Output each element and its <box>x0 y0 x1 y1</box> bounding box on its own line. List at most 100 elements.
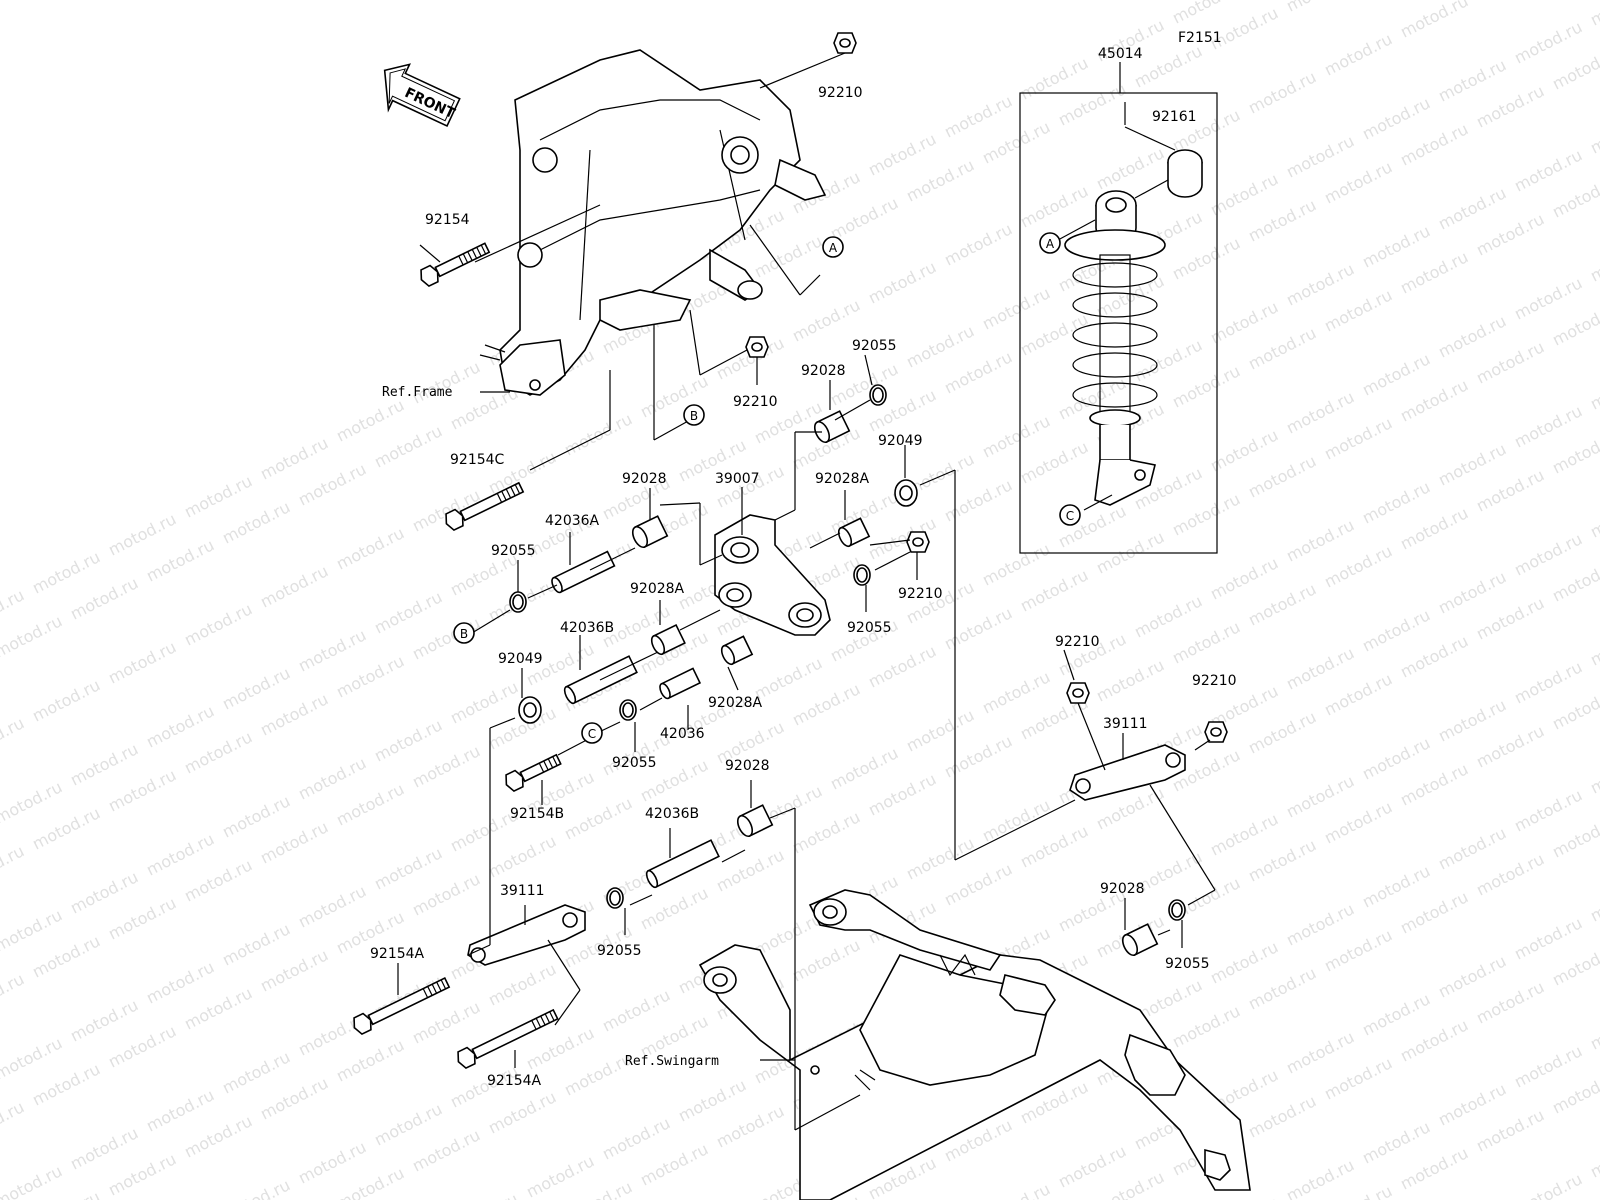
watermark-text: motod.ru <box>105 765 179 815</box>
watermark-text: motod.ru <box>1207 553 1281 603</box>
watermark-text: motod.ru <box>67 867 141 917</box>
watermark-text: motod.ru <box>105 1021 179 1071</box>
watermark-text: motod.ru <box>1587 491 1600 541</box>
watermark-text: motod.ru <box>1017 565 1091 615</box>
watermark-text: motod.ru <box>1511 913 1585 963</box>
marker-b-frame: B <box>683 404 705 426</box>
watermark-text: motod.ru <box>941 219 1015 269</box>
watermark-text: motod.ru <box>257 561 331 611</box>
part-label: 92028 <box>1100 881 1145 897</box>
watermark-text: motod.ru <box>1473 81 1547 131</box>
watermark-text: motod.ru <box>1473 593 1547 643</box>
watermark-text: motod.ru <box>485 1087 559 1137</box>
watermark-text: motod.ru <box>29 675 103 725</box>
watermark-text: motod.ru <box>0 841 27 891</box>
fasteners-and-bushings <box>353 32 1228 1070</box>
watermark-text: motod.ru <box>1283 387 1357 437</box>
watermark-text: motod.ru <box>1283 1155 1357 1200</box>
watermark-text: motod.ru <box>1473 337 1547 387</box>
watermark-text: motod.ru <box>865 257 939 307</box>
watermark-text: motod.ru <box>333 1035 407 1085</box>
watermark-text: motod.ru <box>903 577 977 627</box>
watermark-text: motod.ru <box>789 807 863 857</box>
watermark-text: motod.ru <box>0 713 27 763</box>
watermark-text: motod.ru <box>0 1033 65 1083</box>
watermark-text: motod.ru <box>67 995 141 1045</box>
watermark-text: motod.ru <box>0 611 65 661</box>
watermark-text: motod.ru <box>1321 925 1395 975</box>
watermark-text: motod.ru <box>1017 437 1091 487</box>
watermark-text: motod.ru <box>713 845 787 895</box>
part-label: 92210 <box>898 586 943 602</box>
watermark-text: motod.ru <box>523 1151 597 1200</box>
watermark-text: motod.ru <box>1017 181 1091 231</box>
part-label: 92154C <box>450 452 505 468</box>
watermark-text: motod.ru <box>1473 849 1547 899</box>
watermark-text: motod.ru <box>1321 285 1395 335</box>
watermark-text: motod.ru <box>1435 439 1509 489</box>
watermark-text: motod.ru <box>0 777 65 827</box>
watermark-text: motod.ru <box>1207 3 1281 53</box>
watermark-text: motod.ru <box>1283 0 1357 16</box>
frame-drawing <box>479 49 827 396</box>
watermark-text: motod.ru <box>1473 0 1547 4</box>
part-label: 42036A <box>545 513 600 529</box>
watermark-text: motod.ru <box>1511 145 1585 195</box>
watermark-text: motod.ru <box>1359 989 1433 1039</box>
part-label: 39111 <box>500 883 545 899</box>
watermark-text: motod.ru <box>219 919 293 969</box>
watermark-text: motod.ru <box>143 701 217 751</box>
watermark-text: motod.ru <box>1587 363 1600 413</box>
watermark-text: motod.ru <box>1283 771 1357 821</box>
watermark-text: motod.ru <box>0 969 27 1019</box>
watermark-text: motod.ru <box>29 931 103 981</box>
watermark-text: motod.ru <box>0 905 65 955</box>
watermark-text: motod.ru <box>751 653 825 703</box>
rocker-arm-39007 <box>714 514 831 636</box>
part-label: 92049 <box>498 651 543 667</box>
watermark-text: motod.ru <box>1549 427 1600 477</box>
svg-text:B: B <box>690 409 698 423</box>
watermark-text: motod.ru <box>1511 1041 1585 1091</box>
watermark-text: motod.ru <box>1397 759 1471 809</box>
watermark-text: motod.ru <box>1321 413 1395 463</box>
part-label: 42036B <box>645 806 699 822</box>
watermark-text: motod.ru <box>713 1101 787 1151</box>
watermark-text: motod.ru <box>1359 733 1433 783</box>
watermark-text: motod.ru <box>1169 489 1243 539</box>
part-label: 92210 <box>1192 673 1237 689</box>
watermark-text: motod.ru <box>143 535 217 585</box>
watermark-text: motod.ru <box>1359 605 1433 655</box>
part-label: 39007 <box>715 471 760 487</box>
watermark-text: motod.ru <box>295 753 369 803</box>
part-label: 92028 <box>725 758 770 774</box>
part-label: 92055 <box>847 620 892 636</box>
watermark-text: motod.ru <box>1321 157 1395 207</box>
watermark-text: motod.ru <box>1017 53 1091 103</box>
watermark-text: motod.ru <box>1397 0 1471 42</box>
watermark-text: motod.ru <box>979 411 1053 461</box>
watermark-text: motod.ru <box>1169 233 1243 283</box>
swingarm-drawing <box>698 889 1251 1200</box>
part-label: 92154A <box>370 946 425 962</box>
watermark-text: motod.ru <box>181 1111 255 1161</box>
part-label: 92055 <box>491 543 536 559</box>
watermark-text: motod.ru <box>561 793 635 843</box>
part-label: 45014 <box>1098 46 1143 62</box>
marker-c-left: C <box>581 722 603 744</box>
watermark-text: motod.ru <box>1549 171 1600 221</box>
watermark-text: motod.ru <box>1207 425 1281 475</box>
watermark-text: motod.ru <box>1397 247 1471 297</box>
part-label: 92049 <box>878 433 923 449</box>
watermark-text: motod.ru <box>371 715 445 765</box>
watermark-text: motod.ru <box>1587 235 1600 285</box>
watermark-text: motod.ru <box>257 689 331 739</box>
watermark-text: motod.ru <box>1435 695 1509 745</box>
watermark-text: motod.ru <box>371 843 445 893</box>
watermark-text: motod.ru <box>1397 631 1471 681</box>
watermark-text: motod.ru <box>1245 67 1319 117</box>
watermark-text: motod.ru <box>1549 1067 1600 1117</box>
watermark-text: motod.ru <box>1245 451 1319 501</box>
watermark-text: motod.ru <box>789 935 863 985</box>
watermark-text: motod.ru <box>1473 209 1547 259</box>
